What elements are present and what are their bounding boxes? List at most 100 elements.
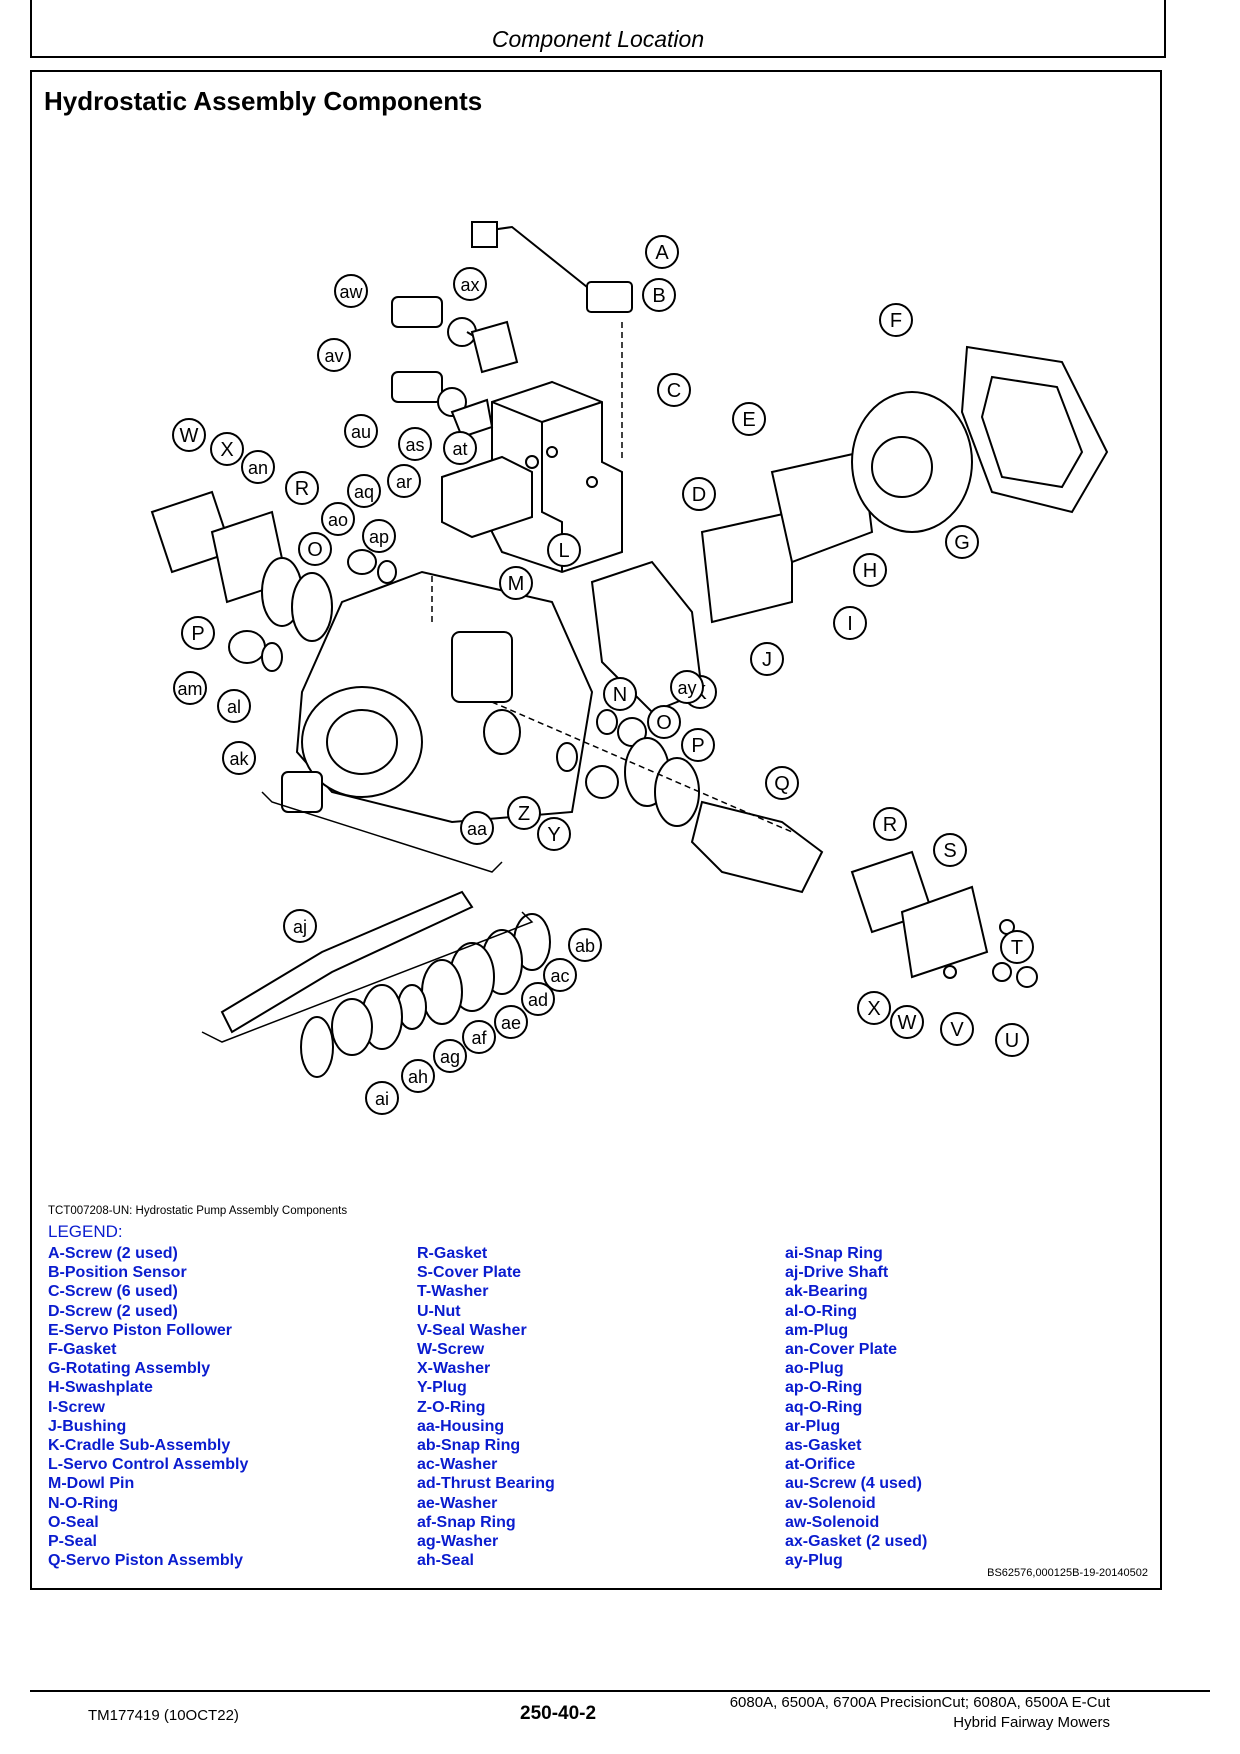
legend-item: U-Nut	[417, 1302, 461, 1320]
callout-ab: ab	[568, 928, 602, 962]
header-box: Component Location	[30, 0, 1166, 58]
callout-ak: ak	[222, 741, 256, 775]
callout-G: G	[945, 525, 979, 559]
legend-column-3: ai-Snap Ring aj-Drive Shaft ak-Bearing a…	[785, 1244, 927, 1570]
o-ring-al	[261, 642, 283, 672]
svg-text:af: af	[471, 1028, 487, 1048]
legend-item: N-O-Ring	[48, 1494, 119, 1512]
legend-item: an-Cover Plate	[785, 1341, 898, 1359]
o-ring-ap	[377, 560, 397, 584]
drive-shaft-aj	[220, 890, 474, 1034]
plug-ao	[347, 549, 377, 575]
callout-X-left: X	[210, 432, 244, 466]
legend-item: R-Gasket	[417, 1245, 488, 1262]
svg-text:al: al	[227, 697, 241, 717]
legend-item: ax-Gasket (2 used)	[785, 1533, 928, 1551]
callout-au: au	[344, 414, 378, 448]
svg-text:P: P	[691, 735, 704, 757]
legend-item: Z-O-Ring	[417, 1398, 486, 1416]
svg-text:an: an	[248, 458, 268, 478]
gasket-ax-1	[470, 320, 519, 374]
seal-ah	[331, 998, 373, 1056]
callout-J: J	[750, 642, 784, 676]
header-title: Component Location	[491, 26, 705, 52]
svg-text:X: X	[220, 439, 233, 461]
callout-ac: ac	[543, 958, 577, 992]
o-ring-n	[596, 709, 618, 735]
callout-ay: ay	[670, 670, 704, 704]
legend-item: aq-O-Ring	[785, 1398, 863, 1416]
legend-item: al-O-Ring	[785, 1302, 857, 1320]
legend-item: V-Seal Washer	[417, 1321, 527, 1339]
gasket-ax-2	[450, 398, 494, 439]
callout-F: F	[879, 303, 913, 337]
svg-text:M: M	[508, 573, 525, 595]
callout-C: C	[657, 373, 691, 407]
callout-ag: ag	[433, 1039, 467, 1073]
svg-text:ao: ao	[328, 510, 348, 530]
svg-text:E: E	[742, 409, 755, 431]
svg-text:ap: ap	[369, 527, 389, 547]
legend-item: aw-Solenoid	[785, 1513, 880, 1531]
svg-text:W: W	[180, 425, 199, 447]
legend-item: ab-Snap Ring	[417, 1437, 521, 1455]
legend-item: af-Snap Ring	[417, 1513, 516, 1531]
legend-item: aa-Housing	[417, 1417, 505, 1435]
legend-item: ao-Plug	[785, 1360, 844, 1378]
callout-ax: ax	[453, 267, 487, 301]
legend-item: S-Cover Plate	[417, 1264, 522, 1282]
svg-text:av: av	[324, 346, 343, 366]
legend-item: D-Screw (2 used)	[48, 1302, 178, 1320]
svg-text:J: J	[762, 649, 772, 671]
legend-item: am-Plug	[785, 1321, 849, 1339]
callout-H: H	[853, 553, 887, 587]
svg-text:Q: Q	[774, 773, 790, 795]
callout-ad: ad	[521, 982, 555, 1016]
footer-models-line-1: 6080A, 6500A, 6700A PrecisionCut; 6080A,…	[729, 1694, 1110, 1711]
svg-text:aj: aj	[293, 917, 307, 937]
legend-item: Y-Plug	[417, 1379, 467, 1397]
plug-y	[585, 765, 619, 799]
footer-models: 6080A, 6500A, 6700A PrecisionCut; 6080A,…	[730, 1693, 1110, 1733]
legend-item: E-Servo Piston Follower	[48, 1321, 233, 1339]
legend-item: G-Rotating Assembly	[48, 1360, 211, 1378]
callout-U: U	[995, 1023, 1029, 1057]
exploded-view-diagram: A B C D E F G H I J K L M N O P Q R S T …	[150, 221, 1109, 1115]
legend-item: au-Screw (4 used)	[785, 1475, 922, 1493]
legend-item: ai-Snap Ring	[785, 1245, 883, 1262]
legend-item: Q-Servo Piston Assembly	[48, 1552, 244, 1570]
washer-x	[943, 965, 957, 979]
svg-text:am: am	[177, 679, 202, 699]
callout-V: V	[940, 1012, 974, 1046]
legend-item: H-Swashplate	[48, 1379, 153, 1397]
callout-ar: ar	[387, 464, 421, 498]
callout-ah: ah	[401, 1059, 435, 1093]
legend-item: ac-Washer	[417, 1456, 498, 1474]
svg-text:ad: ad	[528, 990, 548, 1010]
legend-item: C-Screw (6 used)	[48, 1283, 178, 1301]
svg-text:Y: Y	[547, 824, 560, 846]
callout-I: I	[833, 606, 867, 640]
legend-item: ae-Washer	[417, 1494, 498, 1512]
callout-B: B	[642, 278, 676, 312]
legend-item: ap-O-Ring	[785, 1379, 863, 1397]
callout-at: at	[443, 431, 477, 465]
svg-text:ai: ai	[375, 1089, 389, 1109]
legend-item: O-Seal	[48, 1513, 99, 1531]
callout-P-left: P	[181, 616, 215, 650]
callout-W: W	[890, 1005, 924, 1039]
legend-item: F-Gasket	[48, 1341, 117, 1359]
svg-text:as: as	[405, 435, 424, 455]
legend-item: ar-Plug	[785, 1417, 841, 1435]
legend-item: av-Solenoid	[785, 1494, 876, 1512]
callout-aw: aw	[334, 274, 368, 308]
svg-text:R: R	[883, 814, 897, 836]
legend-heading: LEGEND:	[48, 1222, 123, 1241]
svg-text:P: P	[191, 623, 204, 645]
svg-text:aa: aa	[467, 819, 488, 839]
callout-an: an	[241, 450, 275, 484]
svg-text:ag: ag	[440, 1047, 460, 1067]
gasket-f	[960, 345, 1109, 514]
svg-text:S: S	[943, 840, 956, 862]
svg-text:au: au	[351, 422, 371, 442]
